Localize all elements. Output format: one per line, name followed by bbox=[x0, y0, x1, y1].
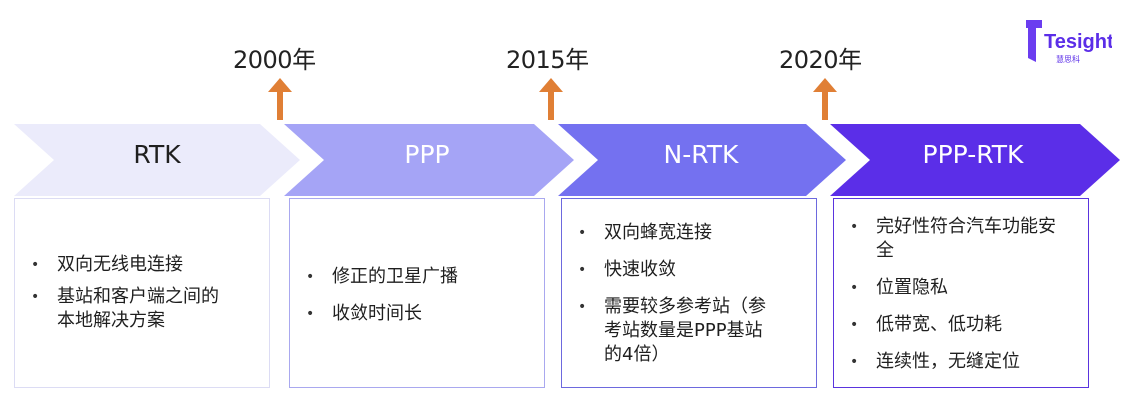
milestone-arrow-up-icon bbox=[813, 78, 837, 120]
milestone-year-2000: 2000年 bbox=[233, 46, 316, 74]
list-item: 完好性符合汽车功能安全 bbox=[850, 215, 1080, 263]
stage-card-n-rtk: 双向蜂宽连接 快速收敛 需要较多参考站（参考站数量是PPP基站的4倍） bbox=[561, 198, 817, 388]
stage-label-ppp: PPP bbox=[404, 140, 450, 169]
stage-chevron-ppp bbox=[284, 124, 574, 196]
stage-chevron-n-rtk bbox=[558, 124, 846, 196]
list-item: 收敛时间长 bbox=[306, 302, 536, 326]
list-item: 连续性，无缝定位 bbox=[850, 350, 1080, 374]
stage-chevron-rtk bbox=[14, 124, 300, 196]
stage-label-n-rtk: N-RTK bbox=[663, 140, 739, 169]
list-item: 位置隐私 bbox=[850, 276, 1080, 300]
list-item: 需要较多参考站（参考站数量是PPP基站的4倍） bbox=[578, 295, 808, 367]
milestone-year-2020: 2020年 bbox=[779, 46, 862, 74]
list-item: 快速收敛 bbox=[578, 258, 808, 282]
timeline-chevron-band bbox=[14, 124, 1120, 196]
milestone-arrow-up-icon bbox=[539, 78, 563, 120]
list-item: 修正的卫星广播 bbox=[306, 265, 536, 289]
logo-text: Tesight bbox=[1044, 31, 1112, 53]
stage-card-ppp-rtk: 完好性符合汽车功能安全 位置隐私 低带宽、低功耗 连续性，无缝定位 bbox=[833, 198, 1089, 388]
stage-card-rtk: 双向无线电连接 基站和客户端之间的本地解决方案 bbox=[14, 198, 270, 388]
logo-subtext: 慧思科 bbox=[1056, 54, 1080, 64]
milestone-arrow-up-icon bbox=[268, 78, 292, 120]
stage-card-ppp: 修正的卫星广播 收敛时间长 bbox=[289, 198, 545, 388]
tesight-logo: Tesight 慧思科 bbox=[1026, 20, 1112, 64]
milestone-year-2015: 2015年 bbox=[506, 46, 589, 74]
list-item: 双向蜂宽连接 bbox=[578, 221, 808, 245]
stage-chevron-ppp-rtk bbox=[830, 124, 1120, 196]
list-item: 双向无线电连接 bbox=[31, 253, 261, 277]
list-item: 基站和客户端之间的本地解决方案 bbox=[31, 285, 261, 333]
stage-label-rtk: RTK bbox=[133, 140, 181, 169]
stage-label-ppp-rtk: PPP-RTK bbox=[922, 140, 1024, 169]
list-item: 低带宽、低功耗 bbox=[850, 313, 1080, 337]
